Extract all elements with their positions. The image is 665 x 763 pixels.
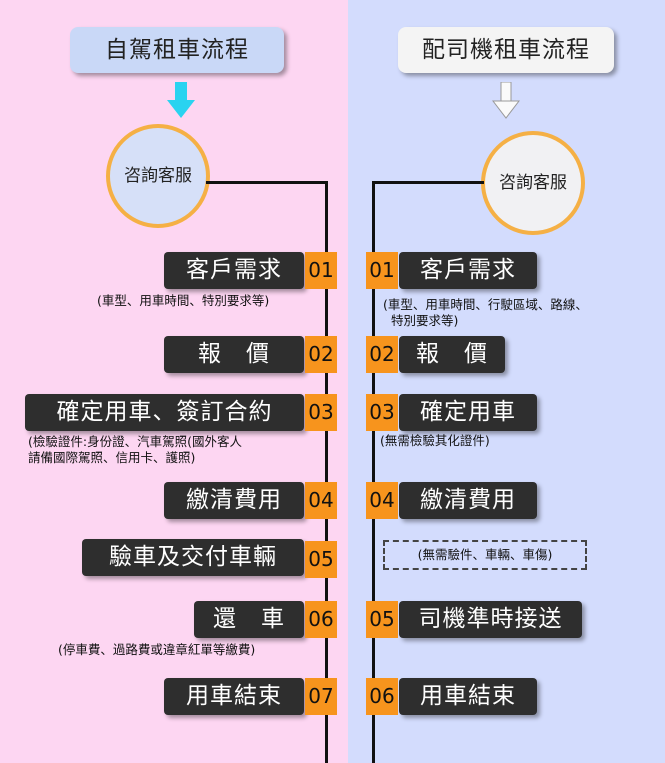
step-note: 請備國際駕照、信用卡、護照) [28, 450, 196, 465]
step-label: 用車結束 [164, 678, 304, 715]
left-flow-line [325, 181, 328, 763]
step-label: 用車結束 [399, 678, 537, 715]
step-note: (車型、用車時間、特別要求等) [97, 293, 270, 308]
right-flow-line [372, 181, 375, 763]
step-number: 03 [366, 394, 398, 431]
step-label: 繳清費用 [164, 482, 304, 519]
step-number: 05 [305, 541, 337, 578]
step-note: 特別要求等) [391, 313, 459, 328]
step-number: 01 [366, 252, 398, 289]
step-note: (無需檢驗其化證件) [380, 433, 490, 448]
step-label: 還 車 [194, 601, 304, 638]
step-number: 02 [366, 336, 398, 373]
chauffeur-title: 配司機租車流程 [398, 27, 614, 73]
step-number: 04 [305, 482, 337, 519]
step-number: 06 [305, 601, 337, 638]
consult-service-circle: 咨詢客服 [106, 124, 210, 228]
step-label: 客戶需求 [399, 252, 537, 289]
step-label: 確定用車 [399, 394, 537, 431]
step-number: 02 [305, 336, 337, 373]
connector-line [372, 181, 484, 184]
dashed-note: (無需驗件、車輛、車傷) [383, 540, 587, 570]
step-note: (檢驗證件:身份證、汽車駕照(國外客人 [28, 434, 242, 449]
step-number: 07 [305, 678, 337, 715]
step-note: (車型、用車時間、行駛區域、路線、 [383, 297, 588, 312]
step-label: 驗車及交付車輛 [82, 539, 304, 576]
step-label: 司機準時接送 [399, 601, 582, 638]
step-number: 06 [366, 678, 398, 715]
step-label: 報 價 [399, 336, 505, 373]
connector-line [206, 181, 328, 184]
step-number: 04 [366, 482, 398, 519]
down-arrow-icon [167, 82, 195, 118]
consult-service-circle: 咨詢客服 [481, 131, 585, 235]
step-number: 01 [305, 252, 337, 289]
step-note: (停車費、過路費或違章紅單等繳費) [58, 642, 256, 657]
step-label: 報 價 [164, 336, 304, 373]
step-label: 繳清費用 [399, 482, 537, 519]
step-number: 05 [366, 601, 398, 638]
step-label: 確定用車、簽訂合約 [25, 394, 304, 431]
step-label: 客戶需求 [164, 252, 304, 289]
down-arrow-icon [491, 82, 521, 119]
self-drive-title: 自駕租車流程 [70, 27, 284, 73]
step-number: 03 [305, 394, 337, 431]
